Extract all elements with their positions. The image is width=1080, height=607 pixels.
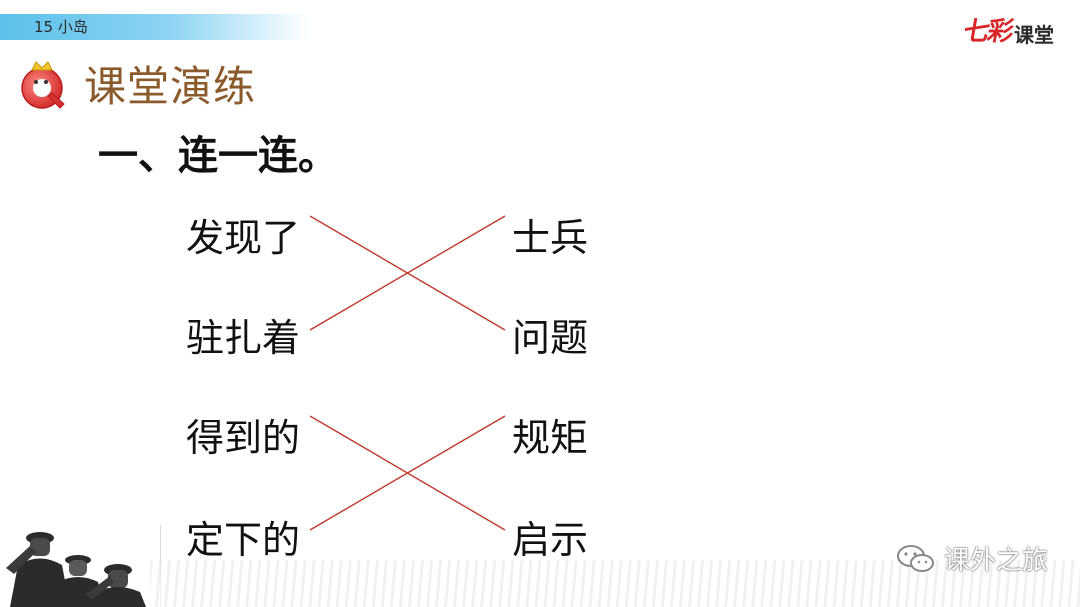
watermark-text: 课外之旅 bbox=[943, 546, 1048, 576]
connection-line bbox=[309, 215, 506, 331]
brand-logo-text-1: 七彩 bbox=[960, 17, 1015, 47]
question-text: 一、连一连。 bbox=[98, 133, 338, 179]
lesson-title: 15 小岛 bbox=[34, 18, 88, 36]
right-word[interactable]: 启示 bbox=[512, 518, 589, 562]
section-title: 课堂演练 bbox=[84, 62, 257, 111]
q-badge-icon bbox=[21, 61, 65, 109]
left-word[interactable]: 得到的 bbox=[186, 416, 301, 460]
soldiers-illustration bbox=[6, 532, 146, 607]
wechat-icon bbox=[896, 544, 934, 572]
left-word[interactable]: 定下的 bbox=[186, 518, 301, 562]
right-word[interactable]: 规矩 bbox=[512, 416, 589, 460]
right-word[interactable]: 士兵 bbox=[512, 216, 589, 260]
left-word[interactable]: 发现了 bbox=[186, 216, 301, 260]
connection-line bbox=[309, 415, 506, 531]
brand-logo: 七彩 课堂 bbox=[961, 17, 1054, 48]
right-word[interactable]: 问题 bbox=[512, 316, 589, 360]
brand-logo-text-2: 课堂 bbox=[1014, 23, 1054, 47]
left-word[interactable]: 驻扎着 bbox=[186, 316, 301, 360]
lesson-header-bar bbox=[0, 14, 310, 40]
connection-line bbox=[309, 215, 506, 331]
connection-line bbox=[309, 415, 506, 531]
watermark: 课外之旅 bbox=[896, 540, 1048, 577]
